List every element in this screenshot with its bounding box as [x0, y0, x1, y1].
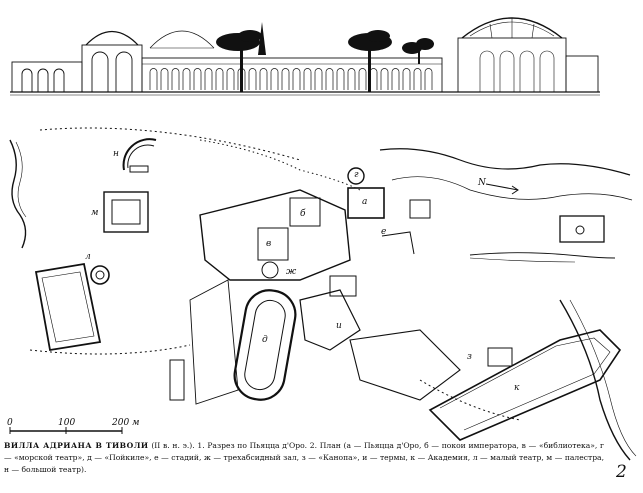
figure-number: 2: [616, 462, 627, 482]
caption-date: (II в. н. э.).: [151, 441, 195, 450]
label-m: м: [91, 208, 99, 218]
caption-part1: 1. Разрез по Пьяцца д'Оро.: [197, 441, 308, 450]
north-arrow-icon: [485, 183, 519, 195]
label-zh: ж: [286, 267, 297, 277]
scale-unit: м: [132, 418, 140, 428]
scale-bar: [9, 427, 123, 434]
label-a: а: [362, 197, 368, 207]
scale-tick-100: 100: [58, 418, 76, 428]
figure-caption: ВИЛЛА АДРИАНА В ТИВОЛИ (II в. н. э.). 1.…: [4, 440, 604, 476]
label-i: и: [336, 321, 342, 331]
label-e: е: [381, 227, 387, 237]
north-label: N: [478, 178, 486, 188]
label-v: в: [266, 239, 272, 249]
label-b: б: [300, 209, 306, 219]
caption-title: ВИЛЛА АДРИАНА В ТИВОЛИ: [4, 441, 149, 450]
label-l: л: [85, 252, 91, 262]
label-z: з: [467, 352, 472, 362]
label-n: н: [113, 149, 119, 159]
label-k: к: [514, 383, 520, 393]
scale-tick-0: 0: [7, 418, 13, 428]
scale-tick-200: 200: [112, 418, 130, 428]
label-d: д: [262, 335, 268, 345]
label-g: г: [354, 170, 359, 180]
caption-part2: 2. План (а — Пьяцца д'Оро, б — покои имп…: [4, 441, 604, 474]
